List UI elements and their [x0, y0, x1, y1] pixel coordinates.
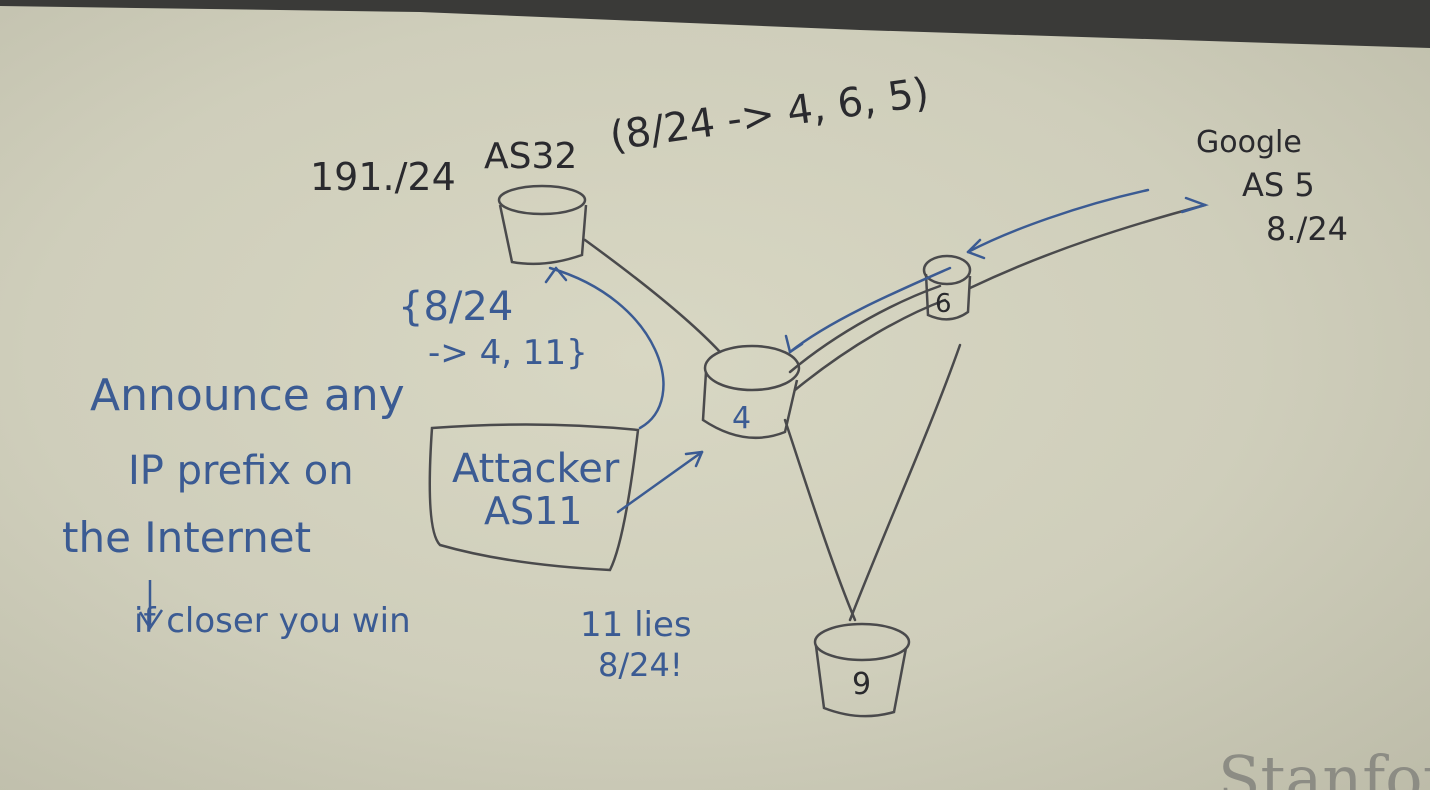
link-as32-4: [583, 238, 722, 354]
link-4-6-b: [793, 298, 947, 392]
black-labels: 191./24 AS32 (8/24 -> 4, 6, 5) Google AS…: [310, 70, 1348, 702]
arrow-attacker-to-as32: [548, 266, 665, 430]
as32-name-label: AS32: [484, 136, 577, 177]
announcement-label-line2: -> 4, 11}: [428, 333, 588, 373]
arrow-6-to-4: [788, 266, 952, 354]
attacker-label-line1: Attacker: [452, 446, 620, 492]
notes-line1: Announce any: [90, 370, 405, 421]
link-6-google: [968, 203, 1207, 290]
notes-line2: IP prefix on: [128, 448, 354, 494]
router-9-label: 9: [852, 667, 871, 702]
router-4-label: 4: [732, 401, 751, 436]
attacker-box: [428, 423, 640, 572]
arrow-attacker-to-4: [616, 450, 704, 514]
announcement-label-line1: {8/24: [398, 284, 513, 330]
links-layer: [583, 203, 1207, 622]
google-name-label: Google: [1196, 125, 1302, 160]
router-6: [922, 254, 972, 321]
routers-layer: [428, 184, 972, 718]
watermark: Stanfor: [1218, 742, 1430, 790]
google-as-label: AS 5: [1242, 166, 1315, 204]
notes-line4: if closer you win: [134, 601, 411, 641]
router-4: [701, 344, 801, 440]
attacker-note-line2: 8/24!: [598, 646, 683, 684]
blue-labels: 4 Attacker AS11 {8/24 -> 4, 11} 11 lies …: [62, 284, 751, 684]
announcement-arrows: [544, 188, 1209, 514]
link-4-6-a: [788, 284, 942, 374]
router-as32: [497, 184, 588, 266]
router-6-label: 6: [935, 289, 952, 319]
as32-prefix-label: 191./24: [310, 155, 456, 199]
as32-route-label: (8/24 -> 4, 6, 5): [607, 70, 932, 160]
link-6-9: [848, 343, 962, 622]
arrow-google-to-6: [966, 188, 1150, 254]
board-frame-top: [0, 0, 1430, 48]
notes-line3: the Internet: [62, 513, 311, 562]
google-prefix-label: 8./24: [1266, 210, 1348, 248]
link-4-9: [783, 418, 857, 622]
attacker-label-line2: AS11: [484, 489, 582, 533]
down-arrow-icon: [138, 580, 164, 631]
router-9: [813, 622, 911, 718]
attacker-note-line1: 11 lies: [580, 605, 692, 645]
